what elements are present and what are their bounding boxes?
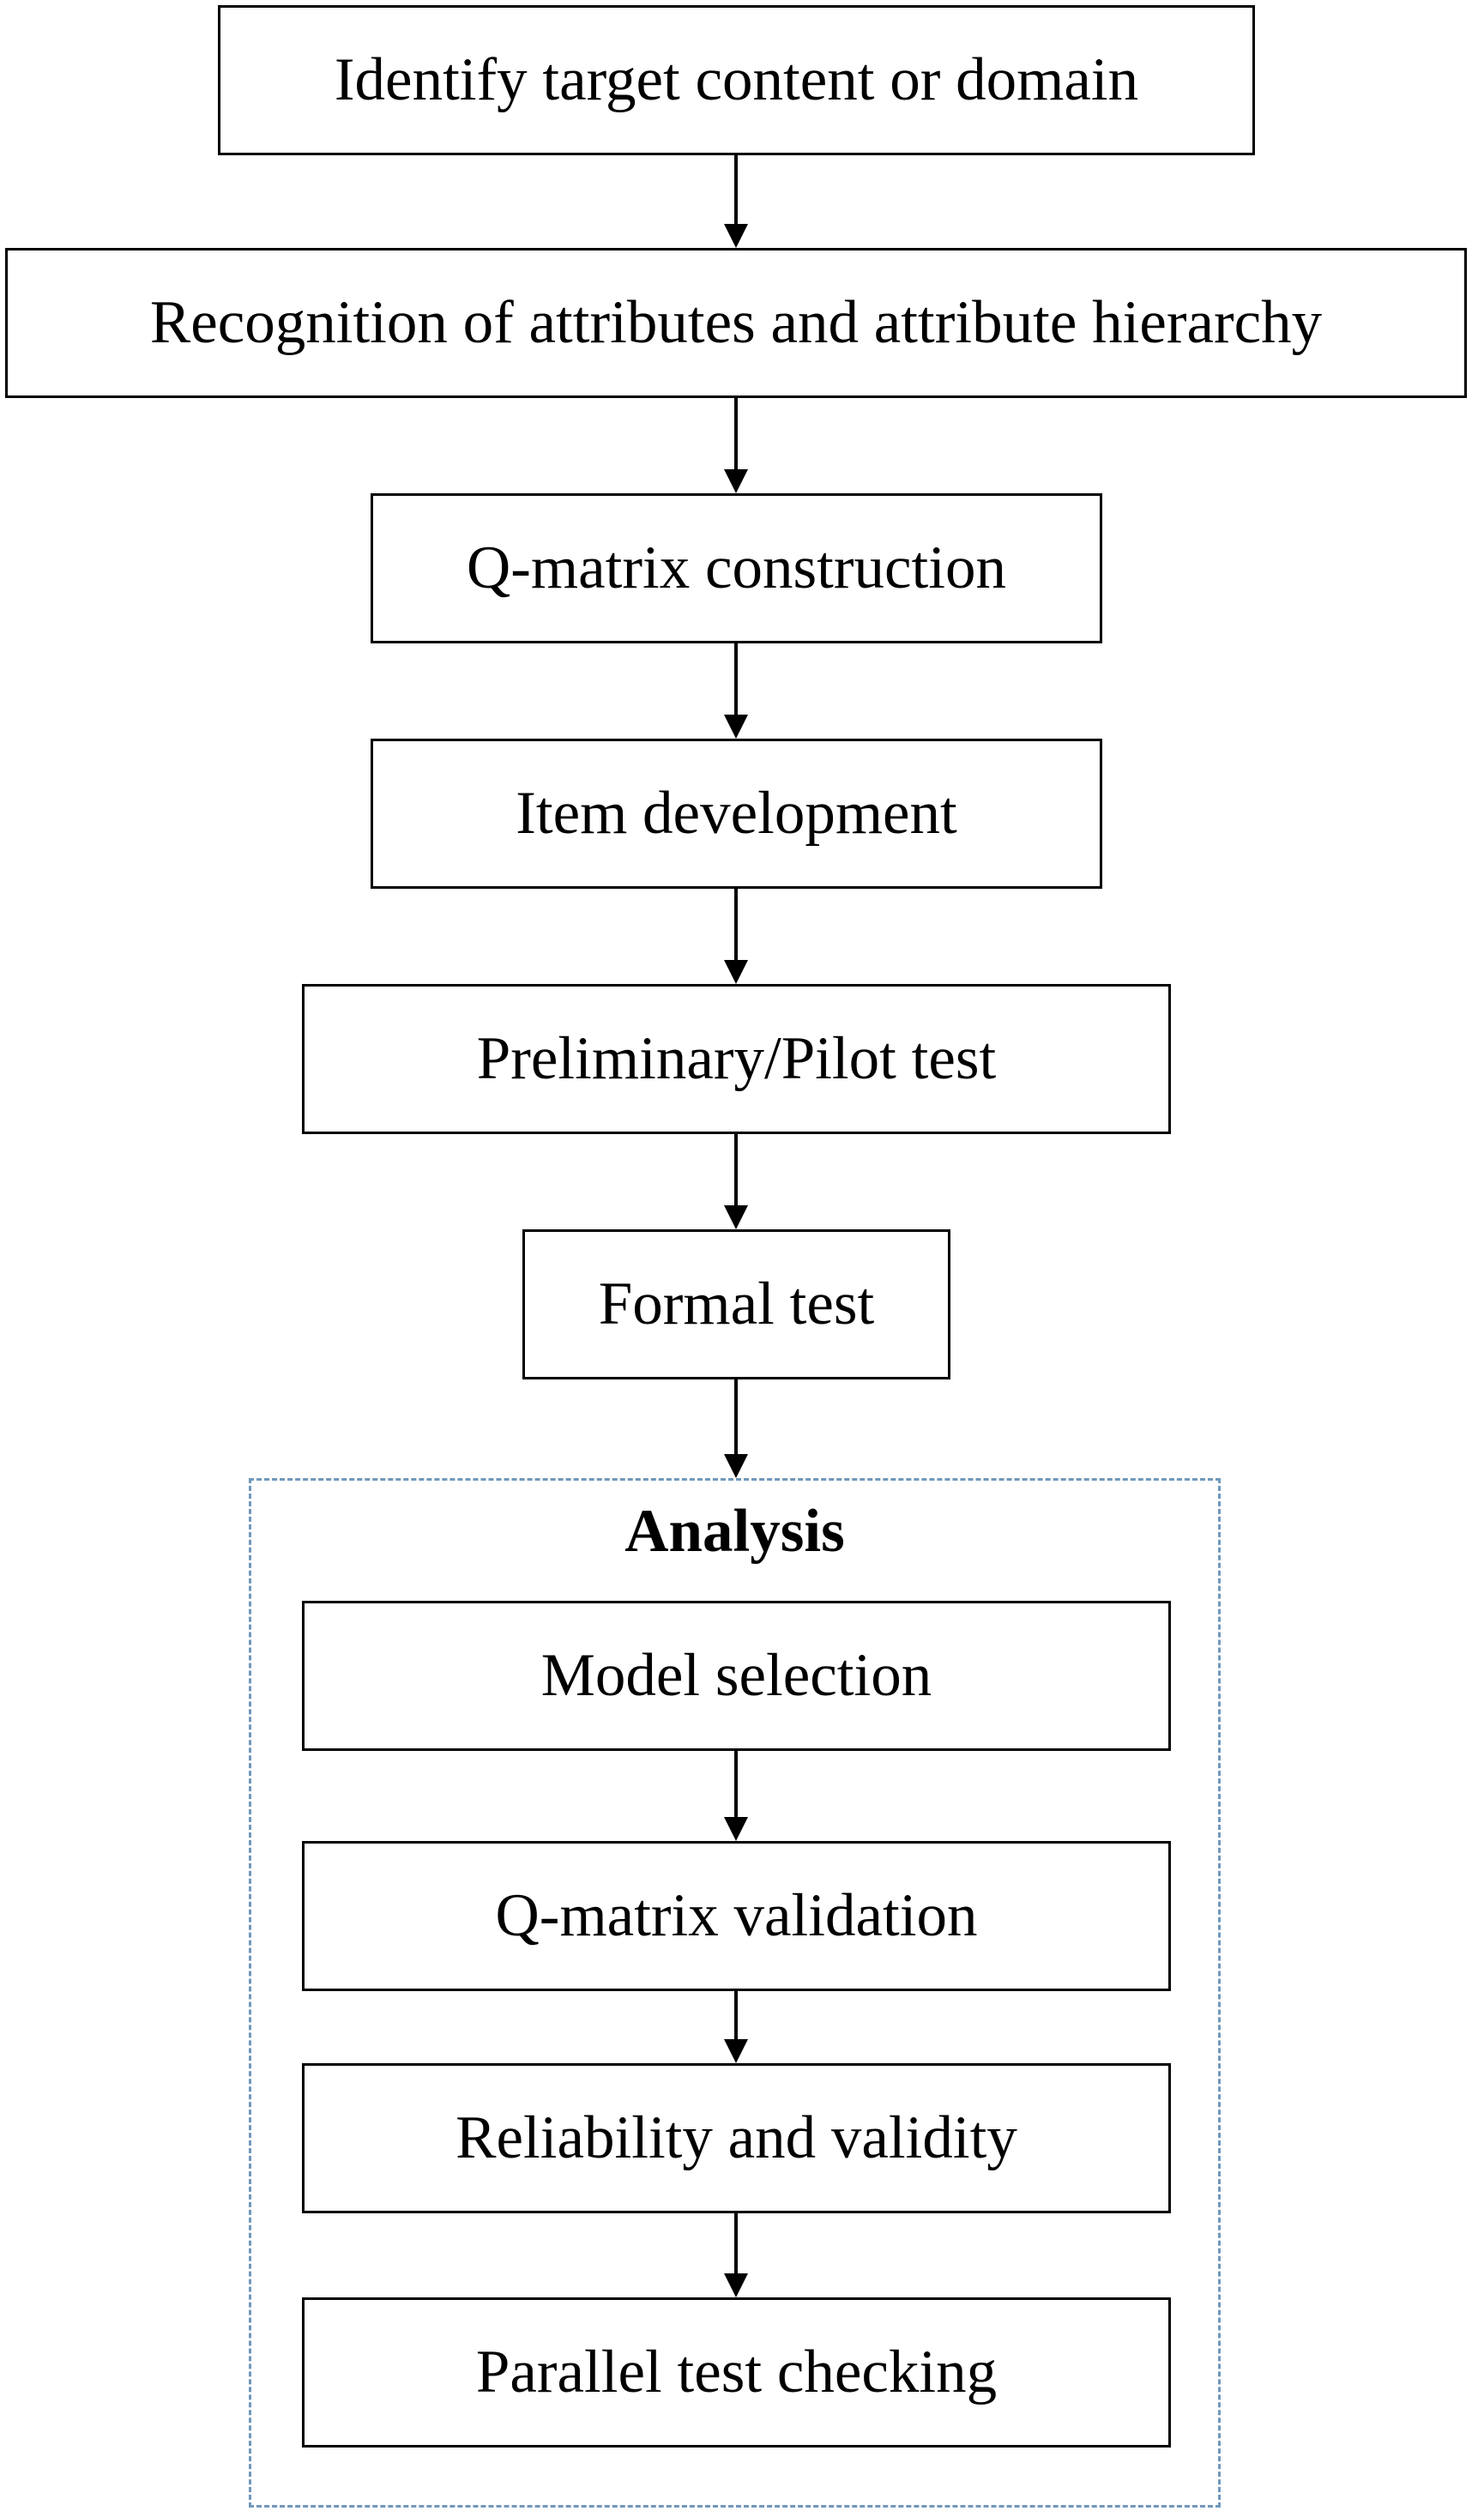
step-label: Parallel test checking (475, 2339, 998, 2405)
step-label: Q-matrix validation (495, 1882, 978, 1949)
step-label: Model selection (540, 1642, 932, 1709)
flow-arrow (719, 1379, 753, 1478)
step-parallel-test-checking: Parallel test checking (302, 2297, 1171, 2448)
step-label: Formal test (598, 1271, 875, 1337)
step-q-matrix-validation: Q-matrix validation (302, 1841, 1171, 1991)
flow-arrow (719, 1134, 753, 1229)
step-item-development: Item development (371, 739, 1102, 889)
flow-arrow (719, 2213, 753, 2297)
flow-arrow (719, 889, 753, 984)
step-label: Preliminary/Pilot test (476, 1025, 997, 1092)
flow-arrow (719, 398, 753, 493)
step-model-selection: Model selection (302, 1601, 1171, 1751)
step-formal-test: Formal test (522, 1229, 950, 1379)
step-label: Q-matrix construction (467, 534, 1006, 601)
step-q-matrix-construction: Q-matrix construction (371, 493, 1102, 643)
step-label: Recognition of attributes and attribute … (149, 289, 1323, 356)
step-identify-target-content: Identify target content or domain (218, 5, 1255, 155)
flow-arrow (719, 1751, 753, 1841)
step-preliminary-pilot-test: Preliminary/Pilot test (302, 984, 1171, 1134)
flow-arrow (719, 1991, 753, 2063)
step-label: Item development (516, 780, 957, 847)
flow-arrow (719, 643, 753, 739)
analysis-group-frame (249, 1478, 1221, 2508)
step-recognition-of-attributes: Recognition of attributes and attribute … (5, 248, 1467, 398)
step-label: Reliability and validity (455, 2104, 1017, 2171)
step-label: Identify target content or domain (334, 46, 1139, 113)
analysis-title: Analysis (624, 1498, 845, 1565)
flow-arrow (719, 155, 753, 248)
step-reliability-and-validity: Reliability and validity (302, 2063, 1171, 2213)
